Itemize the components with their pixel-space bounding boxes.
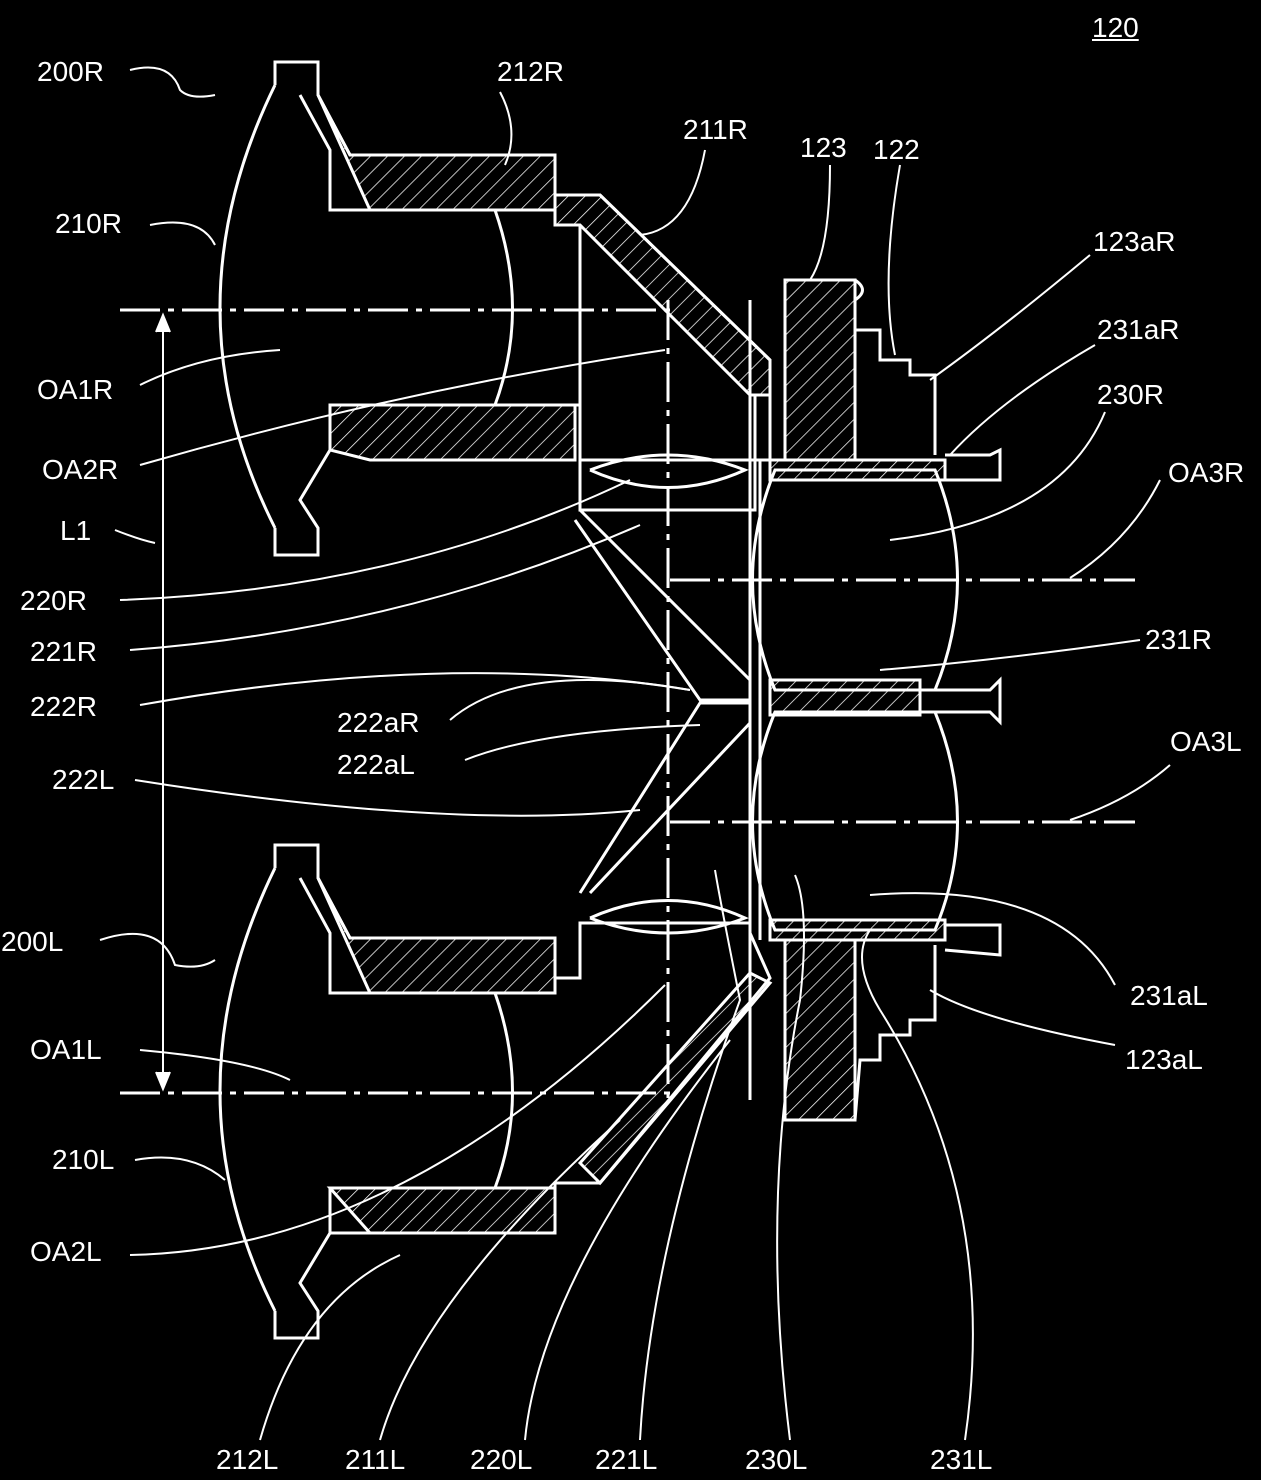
lens-220L [589,899,749,935]
lens-210R [218,84,277,529]
label-231R: 231R [1145,624,1212,655]
label-220L: 220L [470,1444,533,1475]
label-210R: 210R [55,208,122,239]
label-231L: 231L [930,1444,993,1475]
lens-210L [218,867,277,1312]
label-221R: 221R [30,636,97,667]
label-231aL: 231aL [1130,980,1208,1011]
label-OA1R: OA1R [37,374,114,405]
label-221L: 221L [595,1444,658,1475]
label-123aR: 123aR [1093,226,1176,257]
label-212L: 212L [216,1444,279,1475]
label-OA3L: OA3L [1170,726,1242,757]
figure-reference-number: 120 [1092,12,1139,43]
label-230R: 230R [1097,379,1164,410]
lens-220R [589,453,749,489]
frame-123 [783,278,857,462]
label-210L: 210L [52,1144,115,1175]
label-200R: 200R [37,56,104,87]
frame-123-lower [783,938,857,1122]
leader-lines [99,66,1171,1441]
label-OA1L: OA1L [30,1034,102,1065]
label-OA2R: OA2R [42,454,119,485]
label-200L: 200L [1,926,64,957]
label-211R: 211R [683,114,748,145]
optical-axes [120,300,1135,1100]
label-OA2L: OA2L [30,1236,102,1267]
left-eye-objective-200L [218,701,773,1340]
label-123aL: 123aL [1125,1044,1203,1075]
label-212R: 212R [497,56,564,87]
label-220R: 220R [20,585,87,616]
label-122: 122 [873,134,920,165]
label-222R: 222R [30,691,97,722]
label-231aR: 231aR [1097,314,1180,345]
label-222aR: 222aR [337,707,420,738]
label-222aL: 222aL [337,749,415,780]
holder-231R [768,678,922,717]
label-L1: L1 [60,515,92,546]
label-230L: 230L [745,1444,808,1475]
label-222L: 222L [52,764,115,795]
label-OA3R: OA3R [1168,457,1245,488]
frame-122 [853,278,937,455]
label-123: 123 [800,132,847,163]
label-211L: 211L [345,1444,406,1475]
right-eye-objective-200R [218,60,772,702]
prism-222R [573,508,752,702]
